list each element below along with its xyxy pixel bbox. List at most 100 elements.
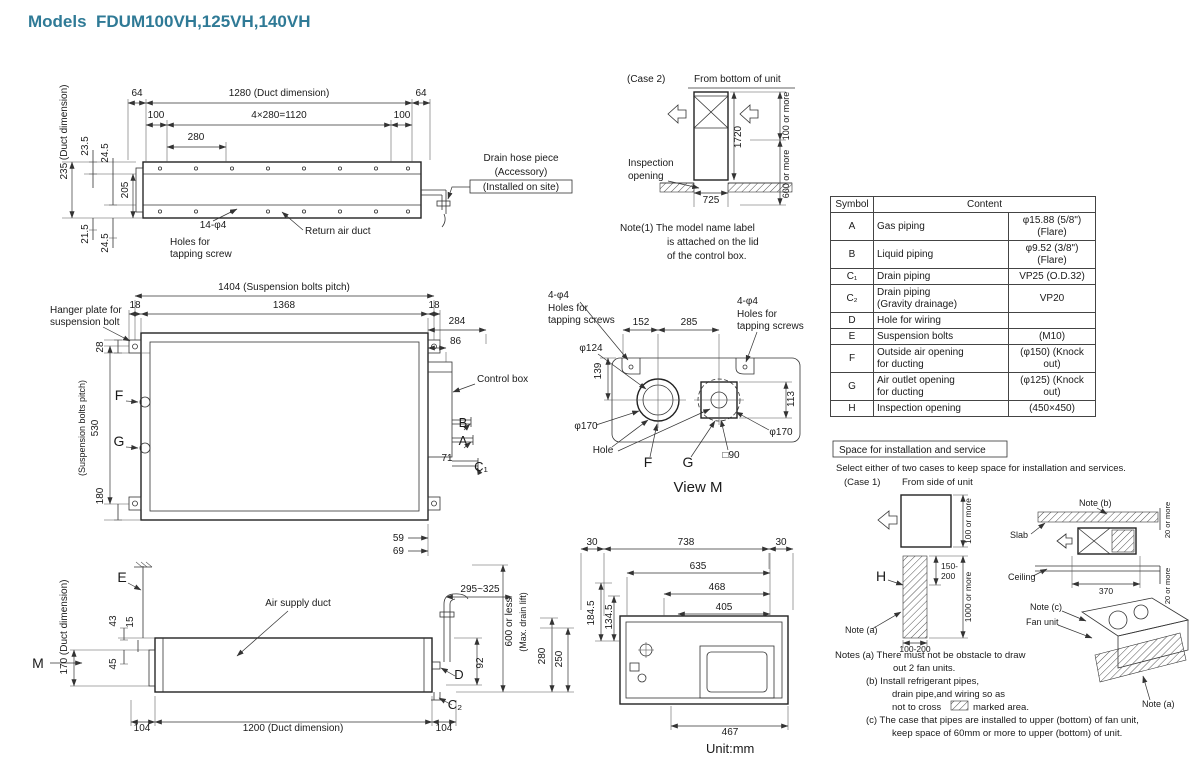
cell-c-val <box>1008 312 1096 329</box>
notes-b-line1: (b) Install refrigerant pipes, <box>866 676 979 687</box>
notes-b-line3b: marked area. <box>973 702 1029 713</box>
cell-c-sym: F <box>830 344 874 373</box>
dim-530: 530 <box>90 419 101 436</box>
control-box-bottom <box>699 645 775 699</box>
dim-280-bottomview: 280 <box>537 647 548 664</box>
label-air-supply-duct: Air supply duct <box>265 598 331 609</box>
cell-c-val: φ9.52 (3/8") (Flare) <box>1008 240 1096 269</box>
cell-c-sym: E <box>830 328 874 345</box>
dim-86: 86 <box>450 336 462 347</box>
dim-150-200-line2: 200 <box>941 571 955 581</box>
label-4phi4-right-1: 4-φ4 <box>737 296 758 307</box>
bottom-view <box>580 546 794 730</box>
label-unit-mm: Unit:mm <box>706 741 754 756</box>
tapping-screw-holes <box>157 166 410 214</box>
installation-service <box>832 440 1190 711</box>
label-phi170-right: φ170 <box>769 427 793 438</box>
cell-c-sym: G <box>830 372 874 401</box>
label-case1: (Case 1) <box>844 477 880 488</box>
front-unit-body <box>142 161 422 219</box>
cell-c-val: (φ125) (Knock out) <box>1008 372 1096 401</box>
dim-max-drain-lift: (Max. drain lift) <box>518 592 528 652</box>
page-title: Models FDUM100VH,125VH,140VH <box>28 12 311 31</box>
table-header-symbol: Symbol <box>830 196 874 213</box>
cell-c-name: Drain piping(Gravity drainage) <box>873 284 1009 313</box>
bottom-unit-body <box>619 615 789 705</box>
label-note-a-case1: Note (a) <box>845 625 878 635</box>
cell-c-sym: D <box>830 312 874 329</box>
dim-20-or-more-top: 20 or more <box>1163 502 1172 538</box>
dim-139: 139 <box>593 362 604 379</box>
label-M: M <box>32 655 44 671</box>
label-D: D <box>454 667 463 682</box>
cell-c-val: (φ150) (Knock out) <box>1008 344 1096 373</box>
label-C1: C₁ <box>474 459 488 474</box>
label-drain-hose-piece: Drain hose piece <box>483 153 558 164</box>
note1-line3: of the control box. <box>667 251 747 262</box>
dim-295-325: 295~325 <box>460 584 500 595</box>
dim-100-or-more-case1: 100 or more <box>963 498 973 544</box>
dim-467: 467 <box>722 727 739 738</box>
label-G-topview: G <box>114 433 125 449</box>
dim-100-left: 100 <box>148 110 165 121</box>
hanger-plate <box>427 339 441 354</box>
dim-59: 59 <box>393 533 405 544</box>
notes-a-line2: out 2 fan units. <box>893 663 955 674</box>
drain-hose-nut <box>436 200 451 207</box>
dim-1200-duct: 1200 (Duct dimension) <box>243 723 344 734</box>
dim-4x280-1120: 4×280=1120 <box>251 110 307 121</box>
cell-c-val: (M10) <box>1008 328 1096 345</box>
cell-c-sym: C₁ <box>830 268 874 285</box>
label-inspection-opening-2: opening <box>628 171 664 182</box>
notes-a-line1: Notes (a) There must not be obstacle to … <box>835 650 1026 661</box>
label-C2: C₂ <box>448 697 462 712</box>
dim-600-or-more-case2: 600 or more <box>781 150 791 199</box>
label-B: B <box>459 415 468 430</box>
dim-104-left: 104 <box>134 723 151 734</box>
dim-180: 180 <box>95 487 106 504</box>
cell-c-sym: C₂ <box>830 284 874 313</box>
notes-b-line3a: not to cross <box>892 702 941 713</box>
dim-20-or-more-bottom: 20 or more <box>1163 568 1172 604</box>
label-hanger-plate-2: suspension bolt <box>50 317 120 328</box>
cell-c-name: Suspension bolts <box>873 328 1009 345</box>
dim-24-5-bottom: 24.5 <box>100 233 111 253</box>
hatch-swatch <box>950 700 969 711</box>
side-view <box>50 561 574 726</box>
dim-28: 28 <box>95 341 106 353</box>
dim-18-left: 18 <box>129 300 141 311</box>
label-E: E <box>117 569 126 585</box>
dim-71: 71 <box>441 453 453 464</box>
dim-30-right: 30 <box>775 537 787 548</box>
label-note-c: Note (c) <box>1030 602 1062 612</box>
installed-on-site-box <box>469 179 573 194</box>
slab-section <box>1037 511 1159 523</box>
dim-1720: 1720 <box>733 125 744 148</box>
label-H: H <box>876 568 886 584</box>
label-4phi4-left-2: Holes for <box>548 303 589 314</box>
outside-air-knockout <box>139 396 151 408</box>
dim-150-200-line1: 150- <box>941 561 958 571</box>
cell-c-sym: H <box>830 400 874 417</box>
label-F-viewm: F <box>644 454 653 470</box>
label-4phi4-left-1: 4-φ4 <box>548 290 569 301</box>
label-4phi4-right-2: Holes for <box>737 309 778 320</box>
label-hole: Hole <box>593 445 614 456</box>
cell-c-val: VP20 <box>1008 284 1096 313</box>
dim-23-5: 23.5 <box>80 136 91 156</box>
label-F-topview: F <box>115 387 124 403</box>
dim-69: 69 <box>393 546 405 557</box>
label-view-m: View M <box>674 479 723 496</box>
label-square90: □90 <box>722 450 740 461</box>
dim-1000-or-more: 1000 or more <box>963 571 973 622</box>
table-header-content: Content <box>873 196 1096 213</box>
hanger-plate <box>427 496 441 511</box>
air-outlet-knockout <box>139 442 151 454</box>
label-phi124: φ124 <box>579 343 603 354</box>
hanger-plate <box>128 496 142 511</box>
cell-c-sym: A <box>830 212 874 241</box>
cell-c-name: Hole for wiring <box>873 312 1009 329</box>
